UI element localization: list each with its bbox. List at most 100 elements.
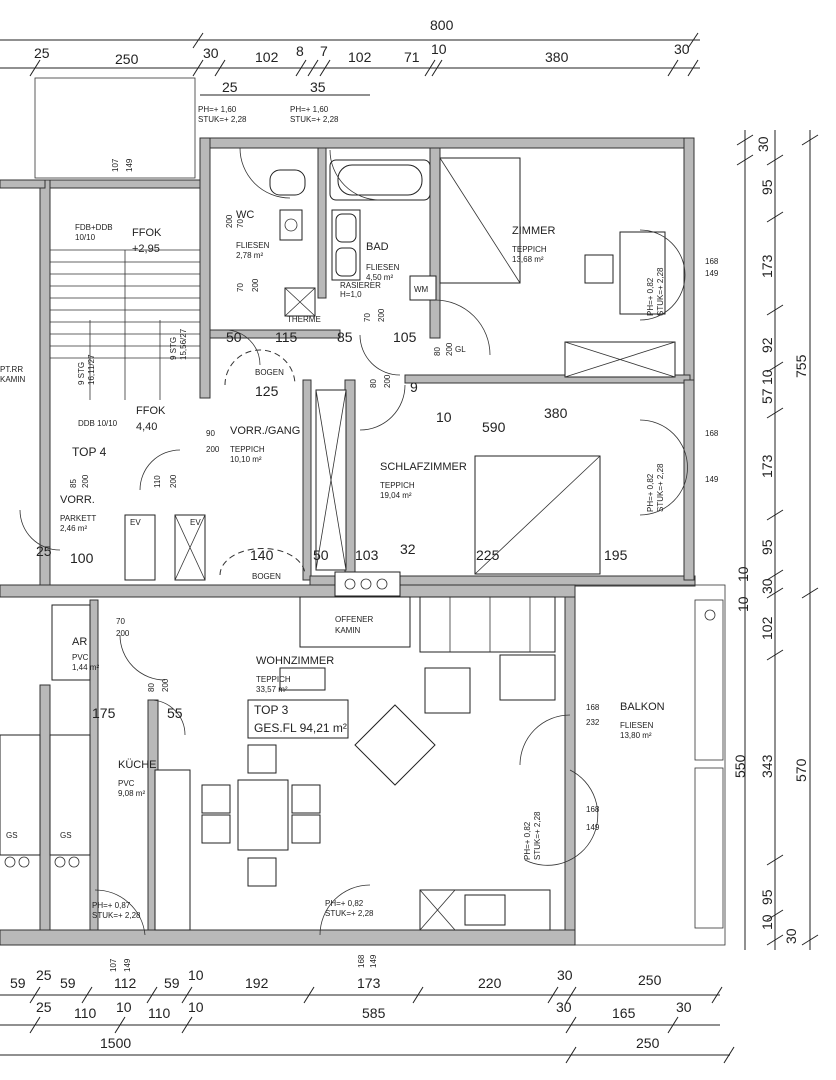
dim-inner: 380 (544, 405, 568, 421)
upper-left-balcony (34, 77, 196, 179)
room-name-ar: AR (72, 636, 87, 648)
window-notes-top: PH=+ 1,60 STUK=+ 2,28 PH=+ 1,60 STUK=+ 2… (198, 105, 339, 124)
dim-inner: 25 (36, 543, 52, 559)
room-floor: PVC (72, 653, 89, 662)
room-floor: TEPPICH (512, 245, 547, 254)
dim-right: 343 (759, 754, 775, 778)
room-name-vorr: VORR. (60, 494, 95, 506)
fdb-label: FDB+DDB (75, 223, 113, 232)
dim-inner: 100 (70, 550, 94, 566)
dim-bottom: 30 (557, 967, 573, 983)
dim-right: 95 (759, 889, 775, 905)
gl-label: GL (455, 345, 466, 354)
dim-right: 30 (759, 578, 775, 594)
right-dimension-lines: 30 95 173 92 10 57 173 95 30 10 102 10 3… (732, 130, 819, 950)
dim-door: 70 (363, 313, 372, 322)
ph-note: PH=+ 0,82 (646, 277, 655, 316)
dim-door: 70 (116, 617, 125, 626)
dim-bottom: 59 (60, 975, 76, 991)
dim-bottom: 250 (638, 972, 662, 988)
rasierer-height: H=1,0 (340, 290, 362, 299)
stuk-note: STUK=+ 2,28 (533, 811, 542, 860)
dim-inner: 105 (393, 329, 417, 345)
bottom-dimension-lines: 59 25 59 112 59 10 192 173 220 30 250 25… (0, 967, 735, 1064)
window-width: 168 (705, 257, 719, 266)
top-dimension-lines: 800 25 250 30 102 8 7 102 71 10 380 30 2… (0, 17, 700, 96)
ph-note: PH=+ 1,60 (198, 105, 237, 114)
dim-inner: 10 (436, 409, 452, 425)
dim-bottom2: 10 (188, 999, 204, 1015)
room-floor: FLIESEN (236, 241, 270, 250)
dim-door: 80 (147, 683, 156, 692)
dim-bottom: 59 (164, 975, 180, 991)
stuk-note: STUK=+ 2,28 (325, 909, 374, 918)
dim-door: 200 (225, 214, 234, 228)
ev-label: EV (130, 518, 141, 527)
dim-door: 80 (369, 379, 378, 388)
dim-bottom2: 30 (676, 999, 692, 1015)
dim-top-sub: 35 (310, 79, 326, 95)
dim-top-overall: 800 (430, 17, 454, 33)
dim-bottom2: 165 (612, 1005, 636, 1021)
dim-inner: 195 (604, 547, 628, 563)
dim-bottom: 10 (188, 967, 204, 983)
ffok-label: FFOK (136, 405, 166, 417)
stair-label: 9 STG (169, 337, 178, 360)
dim-top: 8 (296, 43, 304, 59)
dim-right: 95 (759, 539, 775, 555)
stair-label: 9 STG (77, 362, 86, 385)
dim-bottom: 59 (10, 975, 26, 991)
dim-door: 110 (153, 475, 162, 488)
furniture: EV EV GS GS (0, 157, 676, 931)
dim-top: 30 (203, 45, 219, 61)
room-labels: WC FLIESEN 2,78 m² BAD FLIESEN 4,50 m² Z… (60, 209, 665, 798)
window-height: 149 (123, 958, 132, 972)
wc-fixtures: THERME (269, 169, 321, 324)
ffok-label: FFOK (132, 227, 162, 239)
room-area: 13,80 m² (620, 731, 652, 740)
room-floor: FLIESEN (366, 263, 400, 272)
dim-door: 200 (116, 629, 130, 638)
room-name-bad: BAD (366, 241, 389, 253)
dim-top: 30 (674, 41, 690, 57)
dim-right: 92 (759, 337, 775, 353)
dim-inner: 175 (92, 705, 116, 721)
kamin-caption: OFFENER (335, 615, 373, 624)
window-width: 168 (586, 805, 600, 814)
room-name-wohn: WOHNZIMMER (256, 655, 334, 667)
stair-label: 15,56/27 (179, 328, 188, 360)
dim-top: 102 (348, 49, 372, 65)
window-height: 149 (705, 269, 719, 278)
window-height: 149 (369, 954, 378, 968)
dim-inner: 140 (250, 547, 274, 563)
window-height: 149 (705, 475, 719, 484)
dim-door: 200 (206, 445, 220, 454)
stuk-note: STUK=+ 2,28 (92, 911, 141, 920)
dim-door: 200 (445, 342, 454, 356)
dim-inner: 50 (313, 547, 329, 563)
room-area: 33,57 m² (256, 685, 288, 694)
dim-top: 7 (320, 43, 328, 59)
ptrr-label: PT.RR (0, 365, 23, 374)
dim-top: 10 (431, 41, 447, 57)
stuk-note: STUK=+ 2,28 (656, 267, 665, 316)
dim-bottom: 220 (478, 975, 502, 991)
dim-inner: 125 (255, 383, 279, 399)
dim-right: 173 (759, 454, 775, 478)
dim-right: 173 (759, 254, 775, 278)
room-floor: FLIESEN (620, 721, 654, 730)
dim-bottom-last: 250 (636, 1035, 660, 1051)
dim-right-total: 755 (793, 354, 809, 378)
ph-note: PH=+ 0,87 (92, 901, 131, 910)
dim-inner: 115 (275, 329, 298, 345)
walls (0, 137, 696, 946)
fdb-dim: 10/10 (75, 233, 96, 242)
therme-label: THERME (287, 315, 321, 324)
ffok-value: +2,95 (132, 243, 160, 255)
dim-top: 250 (115, 51, 139, 67)
dim-inner: 50 (226, 329, 242, 345)
window-width: 107 (109, 958, 118, 972)
dim-right-total: 570 (793, 758, 809, 782)
ddb-label: DDB 10/10 (78, 419, 118, 428)
